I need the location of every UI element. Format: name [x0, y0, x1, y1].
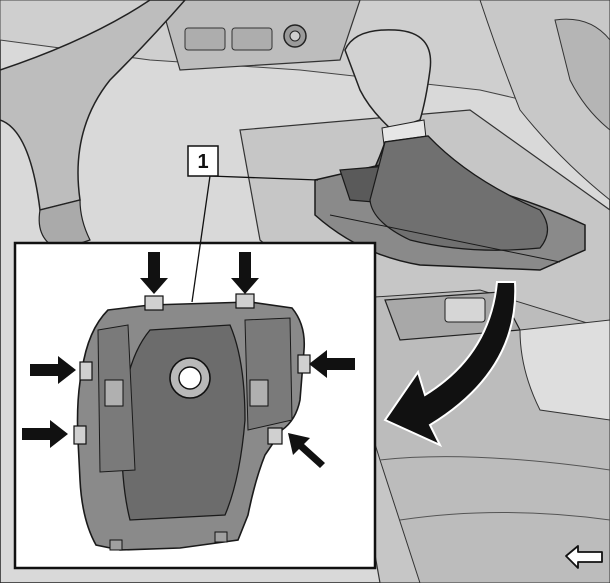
curved-arrow-icon [383, 281, 517, 448]
retaining-clip-right-lower [267, 427, 283, 445]
push-arrow-icon [22, 420, 68, 448]
push-arrow-icon [231, 252, 259, 294]
forward-direction-icon [565, 545, 603, 569]
detail-inset [13, 241, 377, 570]
clip-arrows [22, 252, 355, 468]
center-stack [159, 0, 361, 71]
shifter-bezel-detail [73, 293, 311, 551]
callout-1: 1 [187, 145, 319, 303]
push-arrow-icon [288, 433, 325, 468]
retaining-clip-right-upper [297, 354, 311, 374]
shift-knob [344, 29, 432, 131]
right-dash [479, 0, 610, 201]
retaining-clip-left-lower [73, 425, 87, 445]
push-arrow-icon [30, 356, 76, 384]
retaining-clip-left-upper [79, 361, 93, 381]
retaining-clip-top-left [144, 295, 164, 311]
steering-wheel [0, 0, 186, 251]
retaining-clip-top-right [235, 293, 255, 309]
gear-shifter [314, 29, 586, 271]
push-arrow-icon [140, 252, 168, 294]
callout-number: 1 [197, 151, 208, 173]
push-arrow-icon [309, 350, 355, 378]
callout-label-box [187, 145, 219, 177]
